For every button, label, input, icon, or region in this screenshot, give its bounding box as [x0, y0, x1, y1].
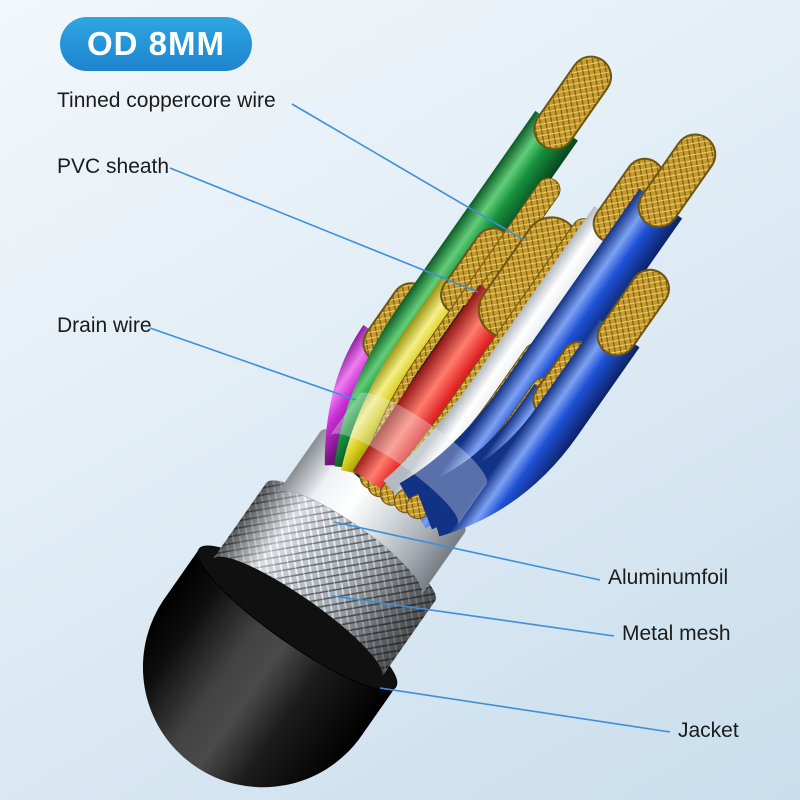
copper-tip-blue — [639, 135, 715, 226]
label-drain-wire: Drain wire — [57, 314, 152, 337]
callout-line-jacket — [379, 687, 671, 733]
copper-tip-blue — [598, 270, 669, 355]
wire-bundle — [324, 55, 717, 537]
translucent-wrap — [329, 392, 487, 526]
label-tinned-copper-wire: Tinned coppercore wire — [57, 89, 276, 112]
callout-line-tinned-copper — [291, 103, 525, 241]
wire-blue-mid — [424, 318, 640, 537]
callout-line-aluminum-foil — [333, 521, 601, 581]
callout-line-drain-wire — [149, 327, 357, 401]
metal-mesh-shading — [212, 480, 436, 678]
label-metal-mesh: Metal mesh — [622, 622, 731, 645]
copper-tip-green — [535, 57, 611, 149]
callout-lines — [149, 103, 671, 733]
label-pvc-sheath: PVC sheath — [57, 155, 170, 178]
diameter-badge: OD 8MM — [60, 17, 252, 71]
callout-line-metal-mesh — [331, 595, 615, 637]
cable-assembly — [142, 55, 717, 788]
label-jacket: Jacket — [678, 719, 739, 742]
copper-tip-white — [594, 159, 663, 242]
cable-jacket — [142, 549, 396, 788]
callout-line-pvc-sheath — [169, 167, 479, 293]
label-aluminum-foil: Aluminumfoil — [608, 566, 729, 589]
copper-tip-red — [479, 218, 578, 336]
